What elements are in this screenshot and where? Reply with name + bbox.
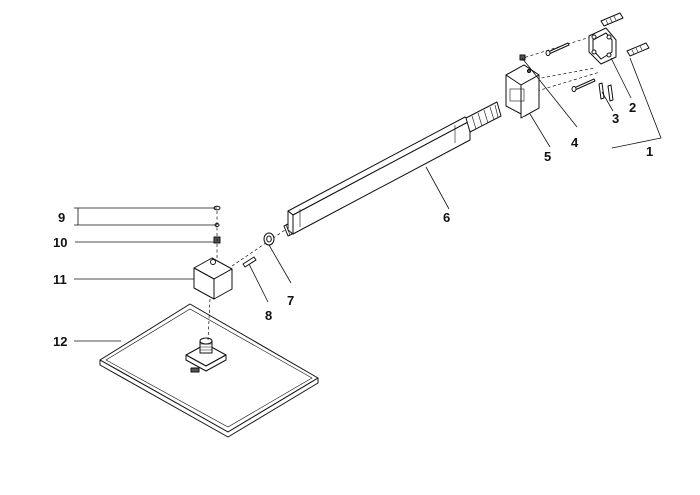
callout-numbers: 1 2 3 4 5 6 7 8 9 10 11 12 — [53, 100, 653, 349]
callout-5: 5 — [544, 149, 551, 164]
callout-10: 10 — [53, 235, 67, 250]
part-7-seal-ring — [263, 232, 275, 246]
callout-6: 6 — [443, 210, 450, 225]
callout-8: 8 — [265, 308, 272, 323]
part-1-screws — [545, 42, 596, 92]
part-11-swivel-block — [193, 257, 233, 300]
part-8-pin — [242, 256, 257, 268]
callout-7: 7 — [287, 293, 294, 308]
part-12-shower-head — [99, 303, 319, 438]
callout-12: 12 — [53, 334, 67, 349]
part-3-wall-plugs — [598, 12, 650, 102]
callout-9: 9 — [58, 210, 65, 225]
callout-4: 4 — [571, 135, 579, 150]
part-5-escutcheon — [505, 64, 540, 119]
callout-2: 2 — [629, 100, 636, 115]
part-6-shower-arm — [283, 101, 502, 237]
callout-3: 3 — [612, 111, 619, 126]
leader-lines — [74, 57, 662, 342]
assembly-axis-lines — [207, 33, 601, 341]
part-2-wall-bracket — [588, 27, 617, 65]
callout-1: 1 — [646, 144, 653, 159]
callout-11: 11 — [53, 272, 67, 287]
part-4-grub-screw — [519, 54, 526, 61]
